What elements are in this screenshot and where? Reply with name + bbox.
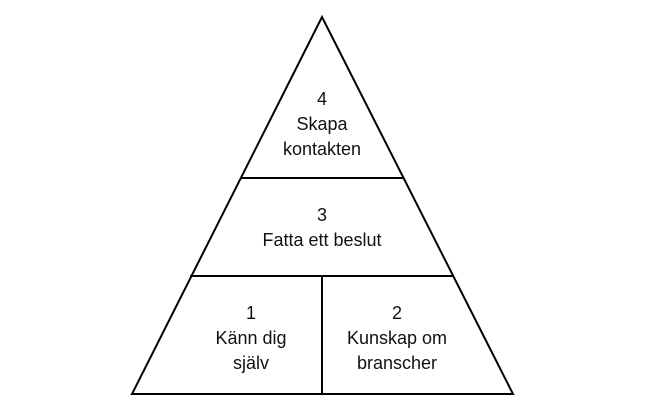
level-1-label: 1 Känn dig själv [215, 301, 286, 376]
level-3-label: 3 Fatta ett beslut [262, 203, 381, 253]
level-number: 3 [316, 205, 328, 225]
level-4-label: 4 Skapa kontakten [283, 87, 361, 162]
level-number: 4 [316, 89, 327, 109]
level-2-label: 2 Kunskap om branscher [347, 301, 447, 376]
level-text: kontakten [282, 139, 362, 159]
level-text: Fatta ett beslut [262, 230, 382, 250]
level-text: själv [232, 353, 269, 373]
level-text: Skapa [296, 114, 348, 134]
level-number: 1 [245, 303, 256, 323]
level-text: Kunskap om [346, 328, 448, 348]
level-number: 2 [391, 303, 402, 323]
level-text: Känn dig [215, 328, 287, 348]
level-text: branscher [356, 353, 438, 373]
